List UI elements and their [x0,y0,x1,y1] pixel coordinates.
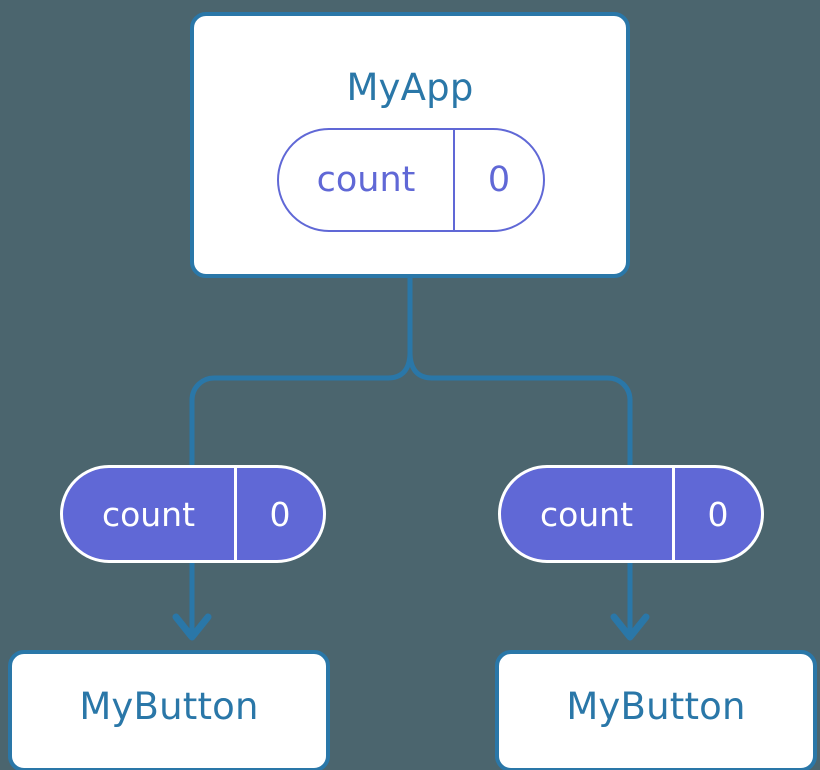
component-label-mybutton-left: MyButton [79,685,259,728]
state-pill-root[interactable]: count 0 [277,128,545,232]
component-box-mybutton-right[interactable]: MyButton [495,650,817,770]
connector-to-right-child [407,351,633,478]
component-box-mybutton-left[interactable]: MyButton [8,650,330,770]
state-key-root: count [279,130,455,230]
state-value-child-right: 0 [707,494,729,534]
component-label-mybutton-right: MyButton [566,685,746,728]
state-pill-child-left[interactable]: count 0 [60,465,326,563]
arrowhead-right-icon [610,613,650,641]
component-label-myapp: MyApp [346,66,474,109]
state-value-root: 0 [487,160,511,200]
state-key-child-right: count [501,468,675,560]
state-value-child-left: 0 [269,494,291,534]
state-pill-child-right[interactable]: count 0 [498,465,764,563]
connector-to-left-child [189,351,413,478]
state-key-child-left: count [63,468,237,560]
arrowhead-left-icon [172,613,212,641]
